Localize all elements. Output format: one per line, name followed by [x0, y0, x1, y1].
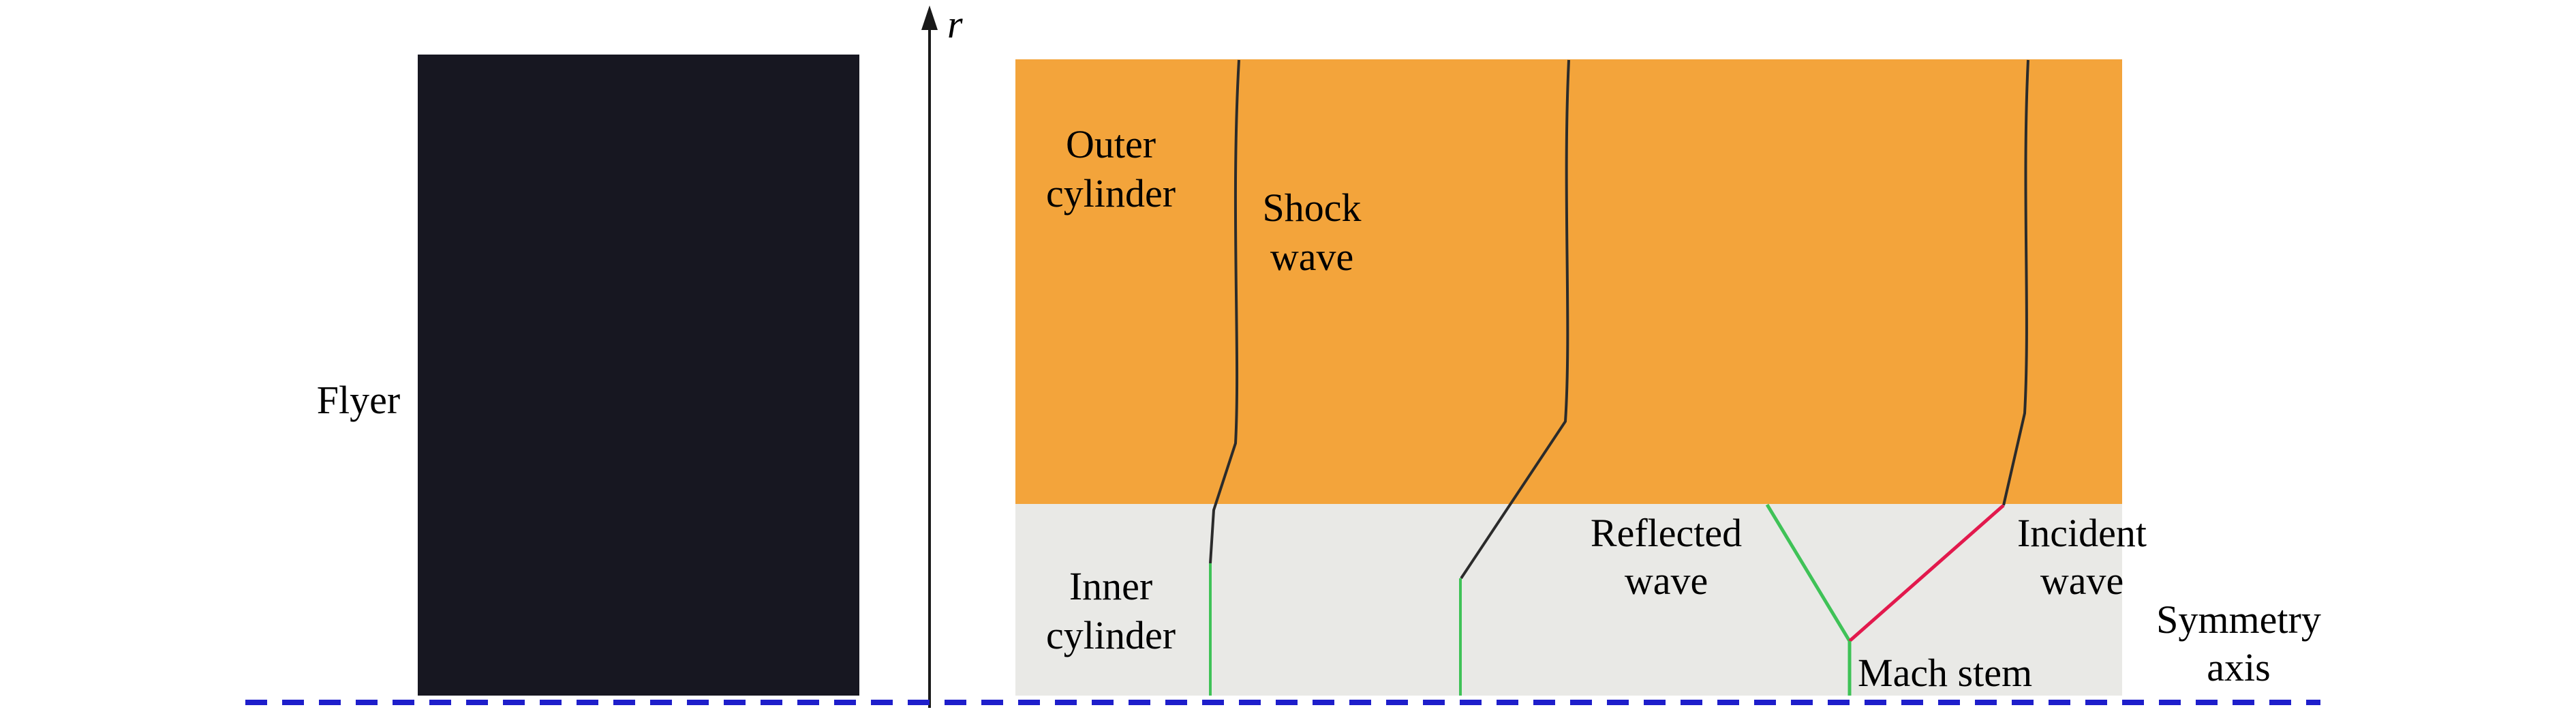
shock-wave-label-line1: Shock	[1262, 185, 1362, 230]
symmetry-axis-label-line2: axis	[2207, 645, 2271, 689]
outer-cylinder-label-line1: Outer	[1065, 122, 1156, 166]
r-axis-label: r	[947, 2, 963, 46]
outer-cylinder-label: Outer cylinder	[1009, 120, 1213, 218]
shock-wave-label: Shock wave	[1220, 183, 1404, 282]
r-axis-arrow-icon	[921, 5, 938, 30]
flyer-block	[418, 55, 859, 696]
incident-wave-label-line1: Incident	[2017, 511, 2147, 555]
flyer-label: Flyer	[316, 378, 401, 422]
incident-wave-label: Incident wave	[1983, 509, 2181, 605]
outer-cylinder-label-line2: cylinder	[1045, 171, 1176, 215]
incident-wave-label-line2: wave	[2040, 559, 2124, 603]
reflected-wave-label-line2: wave	[1624, 559, 1708, 603]
reflected-wave-label: Reflected wave	[1567, 509, 1765, 605]
mach-stem-label: Mach stem	[1858, 651, 2033, 695]
symmetry-axis-label-line1: Symmetry	[2156, 597, 2321, 642]
reflected-wave-line	[1765, 503, 1852, 642]
inner-cylinder-label-line2: cylinder	[1045, 613, 1176, 657]
shock-wave-front-2	[1460, 59, 1570, 580]
outer-cylinder-region	[1015, 59, 2122, 504]
inner-cylinder-region	[1015, 504, 2122, 696]
symmetry-axis-label: Symmetry axis	[2140, 596, 2337, 691]
inner-cylinder-label-line1: Inner	[1069, 564, 1153, 608]
inner-cylinder-label: Inner cylinder	[1009, 562, 1213, 660]
shock-wave-label-line2: wave	[1270, 235, 1354, 279]
shock-wave-front-1	[1209, 59, 1240, 564]
incident-wave-line	[1848, 504, 2005, 642]
shock-wave-front-3	[2002, 59, 2029, 506]
reflected-wave-label-line1: Reflected	[1590, 511, 1743, 555]
